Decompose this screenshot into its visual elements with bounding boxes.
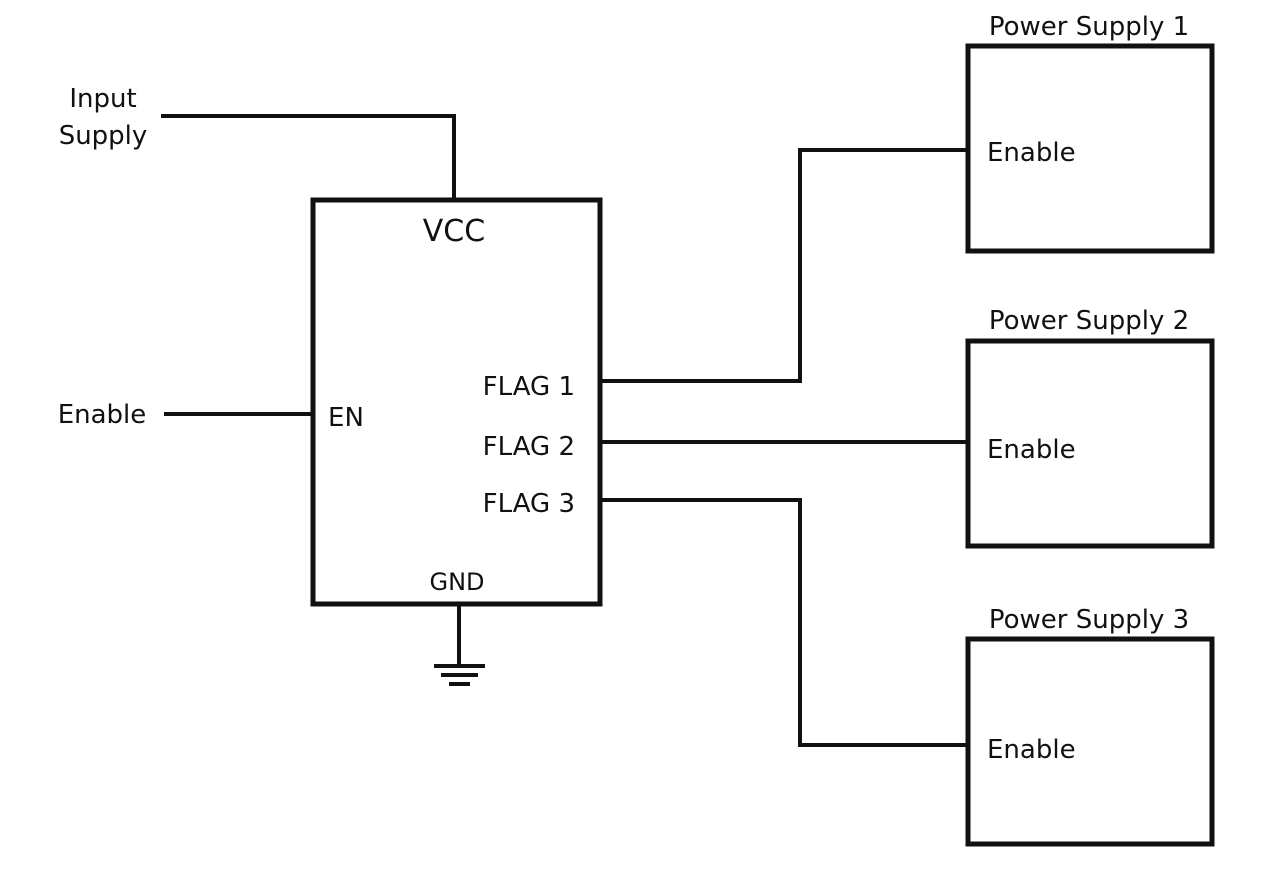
ground-symbol-icon bbox=[434, 606, 485, 686]
power-supply-3-enable-label: Enable bbox=[987, 735, 1076, 765]
input-supply-label-line2: Supply bbox=[59, 121, 148, 151]
input-supply-wire bbox=[161, 114, 456, 202]
flag-3-wire bbox=[600, 498, 970, 747]
power-supply-1-title: Power Supply 1 bbox=[989, 12, 1189, 42]
flag-2-pin-label: FLAG 2 bbox=[483, 432, 575, 462]
gnd-pin-label: GND bbox=[429, 568, 484, 596]
power-supply-1-enable-label: Enable bbox=[987, 138, 1076, 168]
power-supply-2-title: Power Supply 2 bbox=[989, 306, 1189, 336]
power-supply-3-box bbox=[965, 636, 1215, 847]
power-supply-2-enable-label: Enable bbox=[987, 435, 1076, 465]
power-supply-3-title: Power Supply 3 bbox=[989, 605, 1189, 635]
power-supply-1-box bbox=[965, 43, 1215, 254]
power-supply-2-box bbox=[965, 338, 1215, 549]
vcc-pin-label: VCC bbox=[423, 214, 485, 249]
input-supply-label-line1: Input bbox=[69, 84, 136, 114]
flag-1-wire bbox=[600, 148, 970, 383]
controller-ic-box bbox=[310, 197, 603, 607]
flag-1-pin-label: FLAG 1 bbox=[483, 372, 575, 402]
flag-3-pin-label: FLAG 3 bbox=[483, 489, 575, 519]
en-pin-label: EN bbox=[328, 403, 364, 433]
enable-input-label: Enable bbox=[58, 400, 147, 430]
